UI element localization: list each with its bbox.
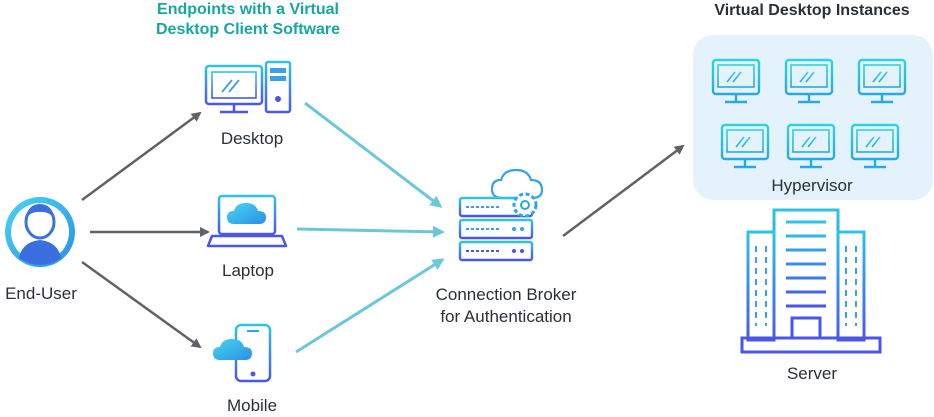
endpoints-heading-line-2: Desktop Client Software [155, 21, 341, 38]
server-cloud-gear-icon [458, 168, 544, 262]
arrow-mobile-to-broker [295, 258, 445, 354]
mobile-cloud-icon [213, 323, 272, 383]
arrow-laptop-to-broker [296, 225, 445, 238]
arrow-user-to-desktop [81, 111, 202, 202]
mobile-label: Mobile [226, 396, 278, 415]
endpoints-heading-line-1: Endpoints with a Virtual [157, 1, 339, 18]
arrow-desktop-to-broker [304, 101, 443, 208]
desktop-computer-icon [204, 60, 292, 114]
instances-heading: Virtual Desktop Instances [714, 2, 910, 19]
server-label: Server [786, 364, 838, 383]
hypervisor-label: Hypervisor [771, 176, 853, 195]
laptop-cloud-icon [206, 194, 288, 248]
broker-label: Connection Broker for Authentication [436, 284, 577, 328]
user-avatar-icon [5, 197, 75, 267]
laptop-label: Laptop [222, 261, 274, 280]
end-user-label: End-User [5, 284, 77, 303]
endpoints-heading: Endpoints with a Virtual Desktop Client … [156, 0, 340, 40]
desktop-label: Desktop [220, 129, 284, 148]
broker-label-line-1: Connection Broker [435, 285, 577, 304]
broker-label-line-2: for Authentication [440, 307, 572, 326]
arrow-user-to-mobile [81, 260, 202, 349]
server-building-icon [740, 208, 882, 354]
arrow-broker-to-instances [562, 144, 685, 237]
